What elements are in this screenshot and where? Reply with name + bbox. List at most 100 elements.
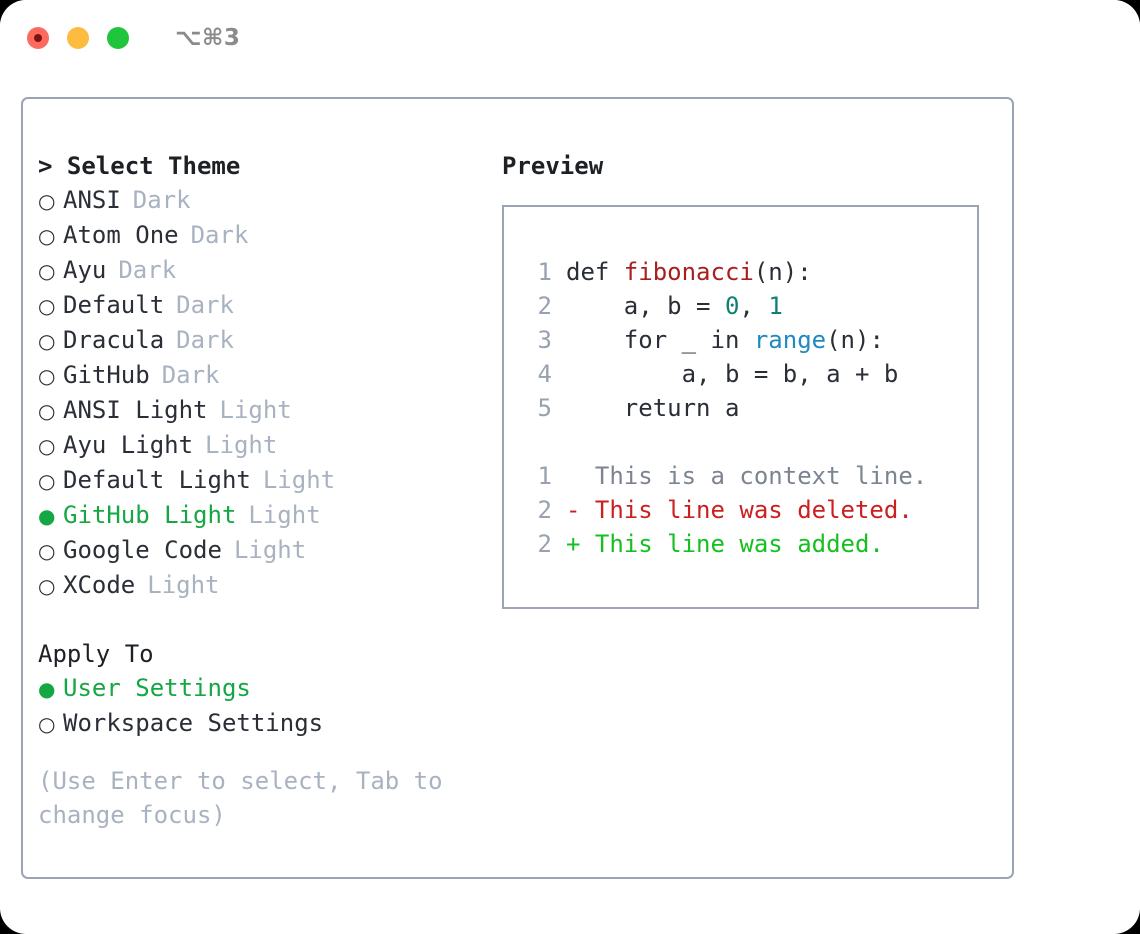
apply-to-option-user-settings[interactable]: ● User Settings xyxy=(38,671,488,706)
theme-option-google-code[interactable]: ○ Google Code Light xyxy=(38,533,488,568)
theme-option-label: GitHub Light xyxy=(63,501,237,529)
code-line-number: 1 xyxy=(537,258,552,286)
apply-to-header: Apply To xyxy=(38,640,154,668)
theme-option-tag: Light xyxy=(147,571,220,599)
theme-option-label: Dracula xyxy=(63,326,165,354)
code-token-plain: (n): xyxy=(826,326,884,354)
diff-line-number: 2 xyxy=(537,496,552,524)
theme-option-label: Default Light xyxy=(63,466,251,494)
diff-line-text: This is a context line. xyxy=(566,462,928,490)
diff-line-context: 1 This is a context line. xyxy=(524,459,977,493)
code-line-number: 2 xyxy=(537,292,552,320)
code-token-plain: def xyxy=(566,258,624,286)
theme-option-tag: Dark xyxy=(132,186,191,214)
help-hint-text: (Use Enter to select, Tab to change focu… xyxy=(38,767,443,829)
apply-to-option-list: ● User Settings ○ Workspace Settings xyxy=(38,671,488,741)
theme-option-label: Ayu Light xyxy=(63,431,194,459)
select-theme-header: > Select Theme xyxy=(38,152,241,180)
theme-option-label: Google Code xyxy=(63,536,222,564)
apply-to-option-label: Workspace Settings xyxy=(63,709,324,737)
close-window-icon[interactable] xyxy=(27,27,49,49)
theme-option-ansi-light[interactable]: ○ ANSI Light Light xyxy=(38,393,488,428)
code-line: 1 def fibonacci(n): xyxy=(524,255,977,289)
preview-header: Preview xyxy=(502,152,604,180)
code-token-plain: , xyxy=(739,292,769,320)
code-token-num: 1 xyxy=(768,292,783,320)
code-token-num: 0 xyxy=(724,292,740,320)
theme-option-tag: Dark xyxy=(190,221,249,249)
theme-option-tag: Dark xyxy=(161,361,220,389)
theme-option-tag: Dark xyxy=(176,326,234,354)
theme-option-github-light[interactable]: ● GitHub Light Light xyxy=(38,498,488,533)
diff-line-added: 2 + This line was added. xyxy=(524,527,977,561)
radio-unselected-icon: ○ xyxy=(38,539,56,563)
theme-option-label: GitHub xyxy=(63,361,150,389)
code-token-plain: return a xyxy=(566,394,740,422)
diff-line-text: - This line was deleted. xyxy=(566,496,913,524)
theme-option-tag: Dark xyxy=(118,256,177,284)
diff-sample: 1 This is a context line. 2 - This line wa… xyxy=(524,459,977,561)
theme-option-tag: Light xyxy=(248,501,321,529)
radio-unselected-icon: ○ xyxy=(38,399,56,423)
code-token-func: fibonacci xyxy=(623,258,754,286)
code-line: 2 a, b = 0, 1 xyxy=(524,289,977,323)
code-line-number: 4 xyxy=(537,360,552,388)
radio-unselected-icon: ○ xyxy=(38,259,56,283)
maximize-window-icon[interactable] xyxy=(107,27,129,49)
theme-option-default[interactable]: ○ Default Dark xyxy=(38,288,488,323)
diff-line-deleted: 2 - This line was deleted. xyxy=(524,493,977,527)
apply-to-option-workspace-settings[interactable]: ○ Workspace Settings xyxy=(38,706,488,741)
code-token-call: range xyxy=(753,326,827,354)
code-token-plain: (n): xyxy=(753,258,812,286)
theme-option-label: Ayu xyxy=(63,256,107,284)
radio-unselected-icon: ○ xyxy=(38,189,56,213)
radio-unselected-icon: ○ xyxy=(38,329,56,353)
radio-unselected-icon: ○ xyxy=(38,294,56,318)
theme-option-dracula[interactable]: ○ Dracula Dark xyxy=(38,323,488,358)
theme-option-tag: Light xyxy=(205,431,278,459)
theme-option-ayu-light[interactable]: ○ Ayu Light Light xyxy=(38,428,488,463)
diff-line-text: + This line was added. xyxy=(566,530,884,558)
radio-selected-icon: ● xyxy=(38,504,56,528)
minimize-window-icon[interactable] xyxy=(67,27,89,49)
theme-option-ayu[interactable]: ○ Ayu Dark xyxy=(38,253,488,288)
code-line: 3 for _ in range(n): xyxy=(524,323,977,357)
apply-to-group: Apply To ● User Settings ○ Workspace Settin… xyxy=(38,637,488,741)
code-line: 5 return a xyxy=(524,391,977,425)
theme-option-ansi[interactable]: ○ ANSI Dark xyxy=(38,183,488,218)
theme-option-label: Atom One xyxy=(63,221,179,249)
diff-line-number: 2 xyxy=(537,530,552,558)
code-token-plain: a, b = xyxy=(566,292,725,320)
preview-gap xyxy=(524,425,977,459)
keyboard-shortcut-label: ⌥⌘3 xyxy=(175,25,241,51)
theme-option-tag: Light xyxy=(233,536,307,564)
apply-to-option-label: User Settings xyxy=(63,674,251,702)
title-bar: ⌥⌘3 xyxy=(0,0,1140,76)
theme-option-label: Default xyxy=(63,291,165,319)
code-token-plain: for _ in xyxy=(566,326,754,354)
radio-unselected-icon: ○ xyxy=(38,469,56,493)
radio-unselected-icon: ○ xyxy=(38,434,56,458)
theme-option-label: XCode xyxy=(63,571,136,599)
diff-line-number: 1 xyxy=(537,462,552,490)
theme-option-tag: Dark xyxy=(176,291,234,319)
code-line: 4 a, b = b, a + b xyxy=(524,357,977,391)
theme-option-label: ANSI xyxy=(63,186,121,214)
list-spacer xyxy=(38,603,488,637)
theme-option-label: ANSI Light xyxy=(63,396,208,424)
radio-unselected-icon: ○ xyxy=(38,712,56,736)
radio-selected-icon: ● xyxy=(38,677,56,701)
code-token-plain: a, b = b, a + b xyxy=(566,360,899,388)
theme-option-tag: Light xyxy=(219,396,292,424)
